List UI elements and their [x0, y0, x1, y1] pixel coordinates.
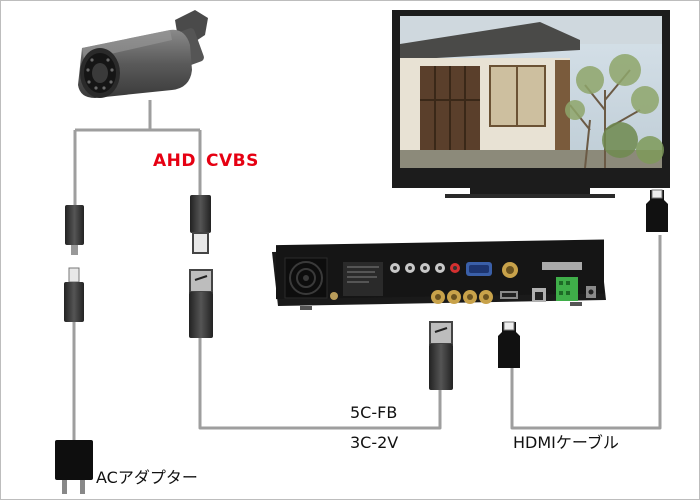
- camera-cable: [73, 100, 202, 210]
- fan-icon: [284, 257, 328, 299]
- audio-ports: [390, 263, 460, 273]
- cable-3c-label: 3C-2V: [350, 433, 399, 452]
- ac-adapter-label: ACアダプター: [96, 468, 198, 487]
- cables: [72, 100, 662, 440]
- bnc-connector-dvr-icon: [429, 321, 453, 390]
- hdmi-connector-tv-icon: [646, 189, 668, 232]
- lan-port: [532, 288, 546, 302]
- power-jack: [586, 286, 596, 298]
- bnc-video-out: [502, 262, 518, 278]
- power-jack-connector-icon: [64, 267, 84, 322]
- terminal-block: [556, 277, 578, 301]
- ahd-label: AHD: [153, 151, 196, 171]
- power-plug-icon: [65, 205, 84, 255]
- ac-adapter-icon: [55, 440, 93, 494]
- bullet-camera-icon: [78, 10, 208, 98]
- monitor-screen-image: [400, 16, 664, 169]
- bnc-connector-camera-icon: [190, 195, 211, 254]
- hdmi-port: [500, 291, 518, 299]
- cable-5c-label: 5C-FB: [350, 403, 398, 422]
- hdmi-cable: [510, 235, 662, 430]
- cvbs-label: CVBS: [206, 151, 259, 171]
- hdmi-cable-label: HDMIケーブル: [513, 433, 619, 452]
- coax-cable: [198, 335, 442, 430]
- dvr-recorder-icon: [272, 239, 606, 310]
- bnc-inputs: [431, 290, 493, 304]
- hdmi-connector-dvr-icon: [498, 321, 520, 368]
- vga-port: [466, 262, 492, 276]
- tv-monitor-icon: [392, 10, 670, 198]
- bnc-connector-cable-icon: [189, 269, 213, 338]
